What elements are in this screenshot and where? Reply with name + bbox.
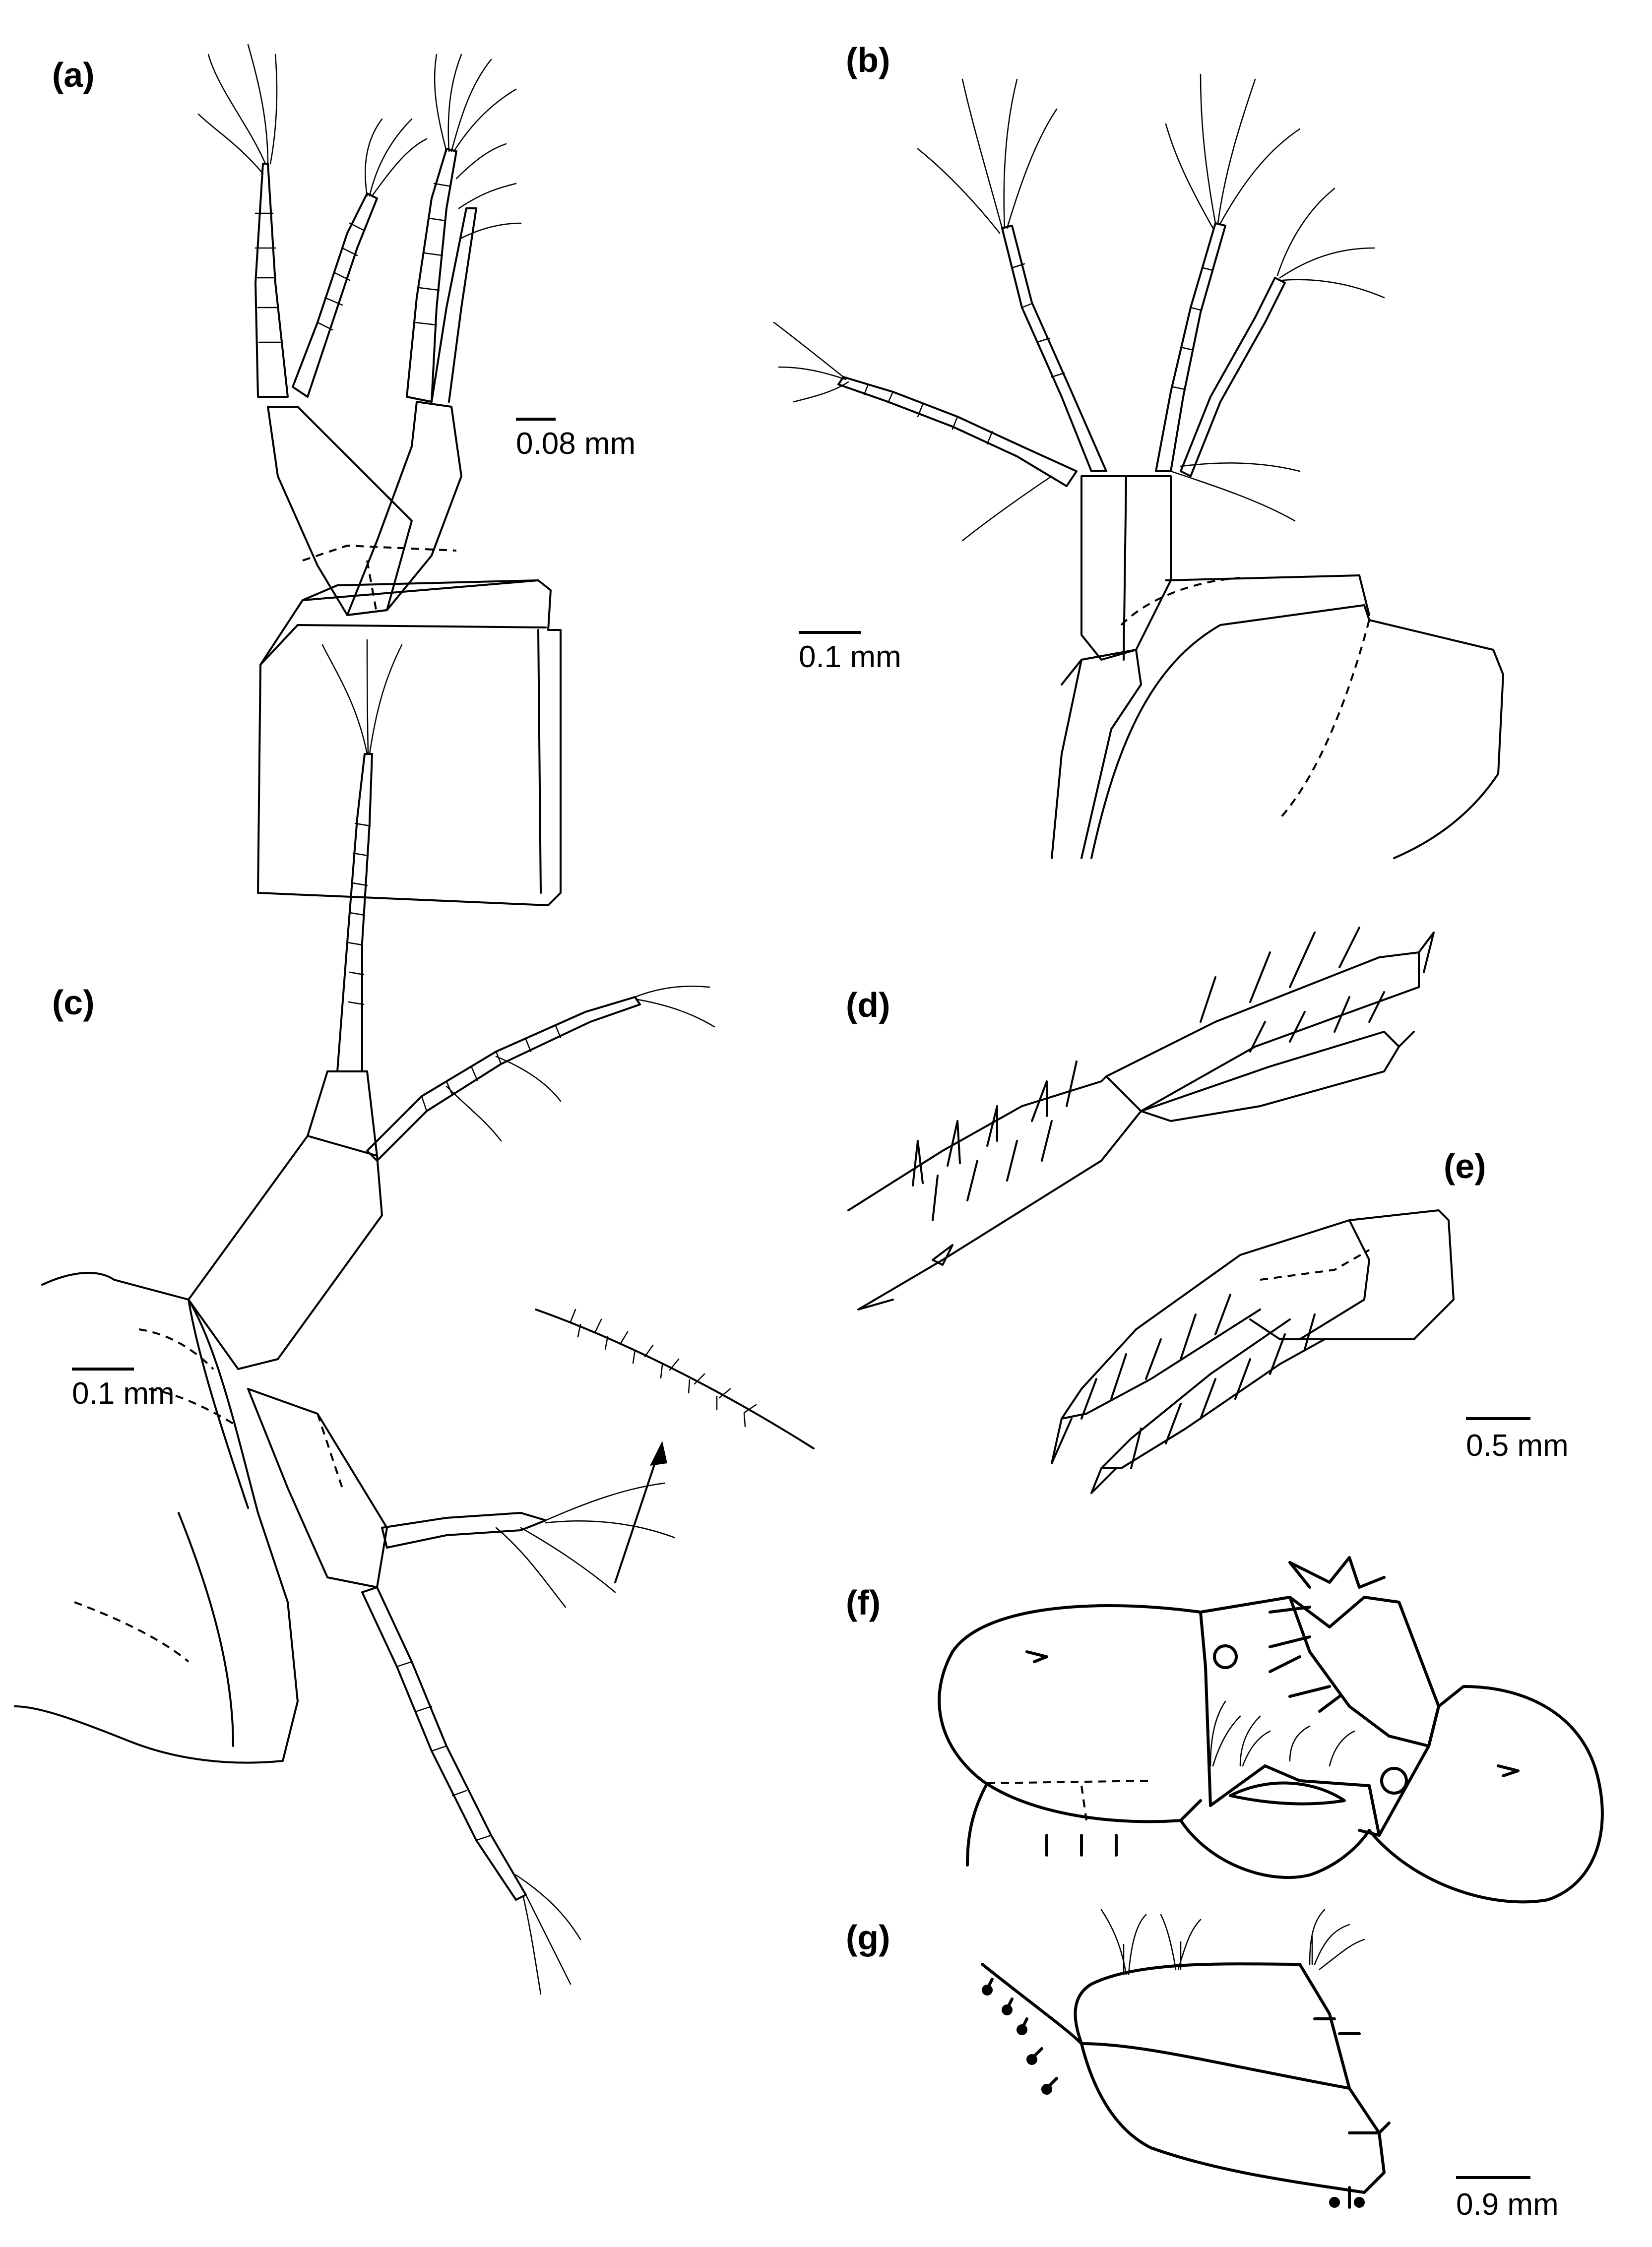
panel-b-peduncle — [1080, 475, 1172, 661]
panel-b-flagellum-3 — [1155, 222, 1226, 472]
panel-a-ramus-2 — [292, 192, 378, 398]
panel-b-setae — [773, 73, 1385, 542]
panel-g: (g) 0.9 mm — [846, 1909, 1559, 2222]
panel-c-peduncle-2 — [307, 1070, 378, 1157]
panel-c-setae — [321, 639, 715, 1995]
panel-f-label: (f) — [846, 1583, 881, 1622]
panel-c-side-flagellum — [366, 996, 641, 1162]
panel-e-scale-text: 0.5 mm — [1466, 1429, 1569, 1463]
panel-f-spines — [1025, 1556, 1520, 1795]
panel-c-label: (c) — [52, 983, 95, 1022]
panel-d: (d) — [846, 927, 1435, 1311]
panel-g-scale-text: 0.9 mm — [1456, 2187, 1559, 2222]
panel-b-flagellum-4 — [1180, 277, 1286, 477]
panel-a-label: (a) — [52, 56, 95, 94]
panel-a-ramus-3 — [406, 148, 457, 403]
panel-c-upper-flagellum — [336, 753, 373, 1072]
panel-b-scale-text: 0.1 mm — [799, 640, 901, 674]
panel-g-setae — [1100, 1909, 1365, 1975]
panel-f-central-segment — [1199, 1596, 1440, 1837]
panel-c: (c) 0.1 mm — [14, 639, 815, 1995]
panel-e-spines — [1051, 1294, 1316, 1494]
panel-a-peduncle-right — [346, 401, 462, 616]
panel-a-ramus-1 — [254, 163, 289, 398]
panel-e-dactyl-2 — [1100, 1318, 1326, 1469]
panel-c-seta-detail — [535, 1309, 815, 1583]
panel-b-label: (b) — [846, 41, 890, 79]
panel-f-left-plate — [938, 1604, 1202, 1823]
panel-a-scale-text: 0.08 mm — [516, 427, 635, 461]
panel-a-body-segment — [257, 579, 562, 906]
panel-c-lower-flagellum-2 — [361, 1586, 527, 1901]
panel-c-arrow — [614, 1447, 661, 1583]
panel-c-scale-text: 0.1 mm — [72, 1376, 175, 1411]
panel-b-flagellum-2 — [1001, 225, 1107, 472]
panel-g-knobs — [982, 1978, 1365, 2208]
panel-d-dactyl-upper — [1105, 951, 1420, 1112]
panel-d-dactyl-lower — [1140, 1031, 1400, 1122]
panel-e-limb-segment — [1239, 1209, 1455, 1340]
panel-b: (b) 0.1 mm — [773, 41, 1504, 859]
panel-f-setae — [1209, 1700, 1355, 1767]
panel-d-label: (d) — [846, 986, 890, 1024]
panel-c-peduncle-upper — [188, 1135, 383, 1370]
panel-b-flagellum-1 — [837, 376, 1078, 487]
panel-b-body-segment — [1090, 604, 1504, 859]
panel-d-spines — [912, 927, 1385, 1266]
panel-c-lower-flagellum — [381, 1512, 547, 1549]
panel-f-lower-lobe — [1179, 1819, 1371, 1879]
panel-a-setae — [197, 44, 522, 239]
panel-g-label: (g) — [846, 1918, 890, 1957]
panel-c-arrow-head — [650, 1441, 667, 1466]
panel-g-basis-segment — [981, 1962, 1386, 2194]
panel-a: (a) 0.08 mm — [52, 44, 635, 906]
panel-c-body-segment — [14, 1272, 299, 1764]
panel-c-peduncle-lower — [247, 1388, 388, 1588]
panel-e: (e) 0.5 mm — [1051, 1147, 1569, 1494]
panel-f: (f) — [846, 1556, 1604, 1904]
panel-f-right-plate — [1368, 1685, 1604, 1904]
panel-e-label: (e) — [1444, 1147, 1486, 1186]
panel-d-limb-segment — [847, 1075, 1142, 1311]
